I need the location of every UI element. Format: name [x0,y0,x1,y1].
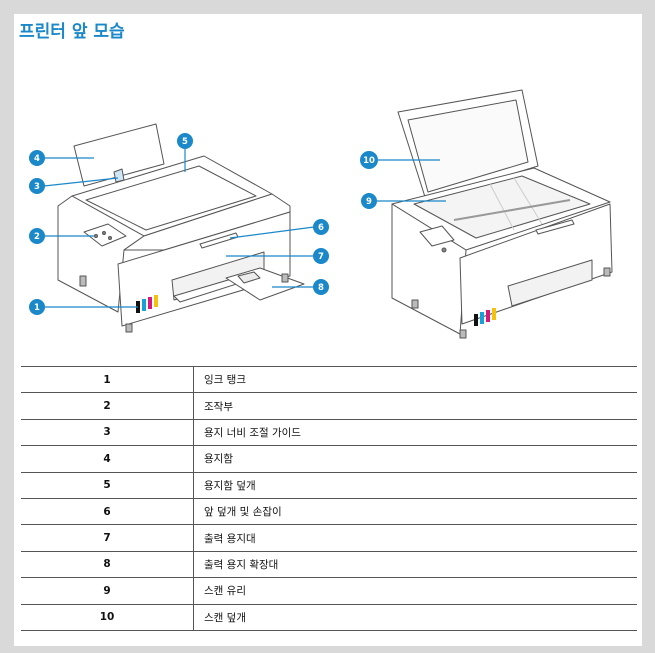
callout-10: 10 [360,151,378,169]
control-panel [419,225,455,247]
control-panel [83,223,127,247]
part-name: 출력 용지대 [193,524,637,552]
part-number: 6 [21,497,194,525]
front-handle [535,219,575,235]
paper-width-guide [113,168,125,183]
control-button [108,236,112,240]
leader-line-6 [229,226,315,239]
glass-edge [453,199,571,221]
part-name: 스캔 덮개 [193,603,637,631]
part-number: 2 [21,392,194,420]
part-number: 9 [21,577,194,605]
callout-label: 10 [363,156,375,166]
callout-label: 5 [182,137,188,147]
printer-foot [125,323,133,333]
callout-4: 4 [29,150,45,166]
part-name: 용지함 덮개 [193,471,637,499]
scanner-lid-inner [407,99,529,193]
callout-3: 3 [29,178,45,194]
part-name: 용지함 [193,445,637,473]
printer-foot [459,329,467,339]
printer-foot [603,267,611,277]
control-button [102,231,106,235]
callout-8: 8 [313,279,329,295]
control-button [94,234,98,238]
callout-label: 6 [318,223,324,233]
part-number: 8 [21,550,194,578]
manual-page: 프린터 앞 모습 [14,14,642,646]
part-name: 조작부 [193,392,637,420]
ink-tanks [474,308,496,326]
callout-label: 4 [34,154,40,164]
part-number: 5 [21,471,194,499]
part-name: 스캔 유리 [193,577,637,605]
part-number: 4 [21,445,194,473]
callout-1: 1 [29,299,45,315]
glass-reflection [513,177,543,225]
part-name: 출력 용지 확장대 [193,550,637,578]
part-number: 3 [21,418,194,446]
printer-foot [79,275,87,287]
callout-label: 7 [318,252,324,262]
callout-label: 3 [34,182,40,192]
printer-open-view [391,89,613,339]
printer-front-body [459,203,613,325]
part-name: 용지 너비 조절 가이드 [193,418,637,446]
part-number: 7 [21,524,194,552]
ink-tank-black [474,314,478,326]
ink-tank-yellow [154,295,158,307]
ink-tank-magenta [148,297,152,309]
printer-foot [411,299,419,309]
callout-9: 9 [361,193,377,209]
printer-front-body [117,211,291,327]
ink-tank-cyan [480,312,484,324]
part-name: 앞 덮개 및 손잡이 [193,497,637,525]
part-number: 10 [21,603,194,631]
callout-6: 6 [313,219,329,235]
glass-reflection [489,183,515,231]
printer-illustration: 1 2 3 4 5 6 7 8 [29,89,613,339]
input-tray-paper [73,123,165,187]
page-title: 프린터 앞 모습 [19,22,125,42]
callout-2: 2 [29,228,45,244]
ink-tank-yellow [492,308,496,320]
callout-5: 5 [177,133,193,149]
leader-line-3 [43,177,119,187]
part-name: 잉크 탱크 [193,365,637,393]
printer-foot [281,273,289,283]
output-slot [507,259,593,307]
callout-label: 8 [318,283,324,293]
power-button [441,247,447,253]
printer-front-view [57,123,305,333]
callout-7: 7 [313,248,329,264]
part-number: 1 [21,365,194,393]
callout-label: 1 [34,303,40,313]
ink-tank-magenta [486,310,490,322]
ink-tank-cyan [142,299,146,311]
extender-tab [237,271,261,284]
callout-label: 2 [34,232,40,242]
callout-label: 9 [366,197,372,207]
lid-panel [85,165,257,231]
